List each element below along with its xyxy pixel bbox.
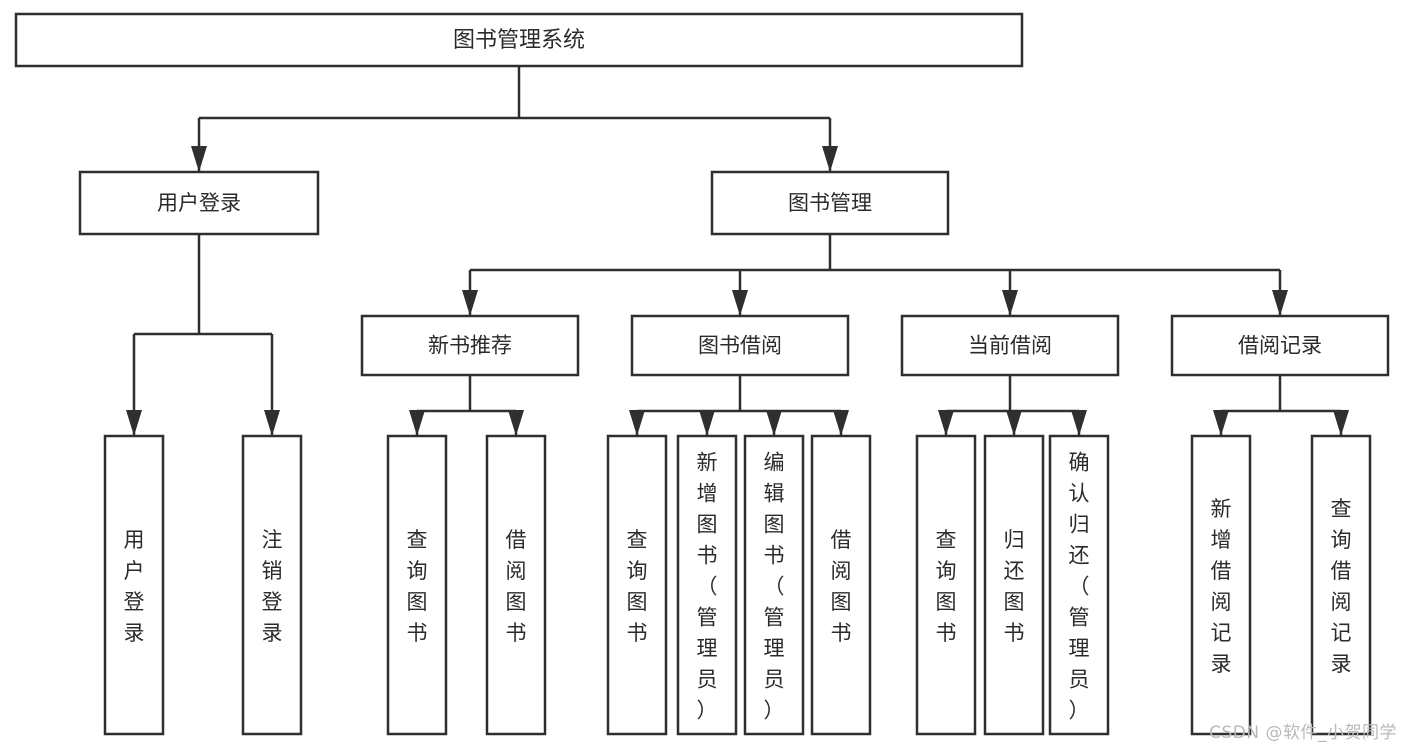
connector-layer: [126, 66, 1349, 436]
node[interactable]: 图书管理系统: [14, 12, 1024, 68]
node-box[interactable]: [14, 12, 1024, 68]
node-label: 借阅记录: [1238, 334, 1322, 358]
arrowhead-icon: [1272, 290, 1288, 316]
leaf-node[interactable]: 查询图书: [606, 434, 668, 736]
leaf-node[interactable]: 查询图书: [386, 434, 448, 736]
leaf-node-label: 借阅图书: [506, 528, 527, 645]
node[interactable]: 借阅记录: [1170, 314, 1390, 377]
node-label: 图书管理: [788, 191, 872, 215]
leaf-node-label: 查询图书: [936, 528, 957, 645]
node-label: 新书推荐: [428, 334, 512, 358]
node-box[interactable]: [743, 434, 805, 736]
leaf-node-label: 查询图书: [407, 528, 428, 645]
node-box[interactable]: [810, 434, 872, 736]
node-box[interactable]: [386, 434, 448, 736]
node[interactable]: 图书借阅: [630, 314, 850, 377]
arrowhead-icon: [766, 410, 782, 436]
node-box[interactable]: [900, 314, 1120, 377]
arrowhead-icon: [462, 290, 478, 316]
node-label: 图书管理系统: [453, 28, 585, 53]
arrowhead-icon: [508, 410, 524, 436]
node[interactable]: 图书管理: [710, 170, 950, 236]
leaf-node-label: 查询图书: [627, 528, 648, 645]
node[interactable]: 新书推荐: [360, 314, 580, 377]
leaf-node-label: 用户登录: [124, 528, 145, 645]
arrowhead-icon: [833, 410, 849, 436]
leaf-node-label: 确认归还（管理员）: [1069, 451, 1090, 723]
arrowhead-icon: [126, 410, 142, 436]
node-label: 用户登录: [157, 191, 241, 215]
leaf-node-label: 查询借阅记录: [1331, 497, 1352, 676]
leaf-node-label: 编辑图书（管理员）: [764, 451, 785, 723]
node-box[interactable]: [1190, 434, 1252, 736]
node-box[interactable]: [241, 434, 303, 736]
node-box[interactable]: [983, 434, 1045, 736]
arrowhead-icon: [191, 146, 207, 172]
arrowhead-icon: [629, 410, 645, 436]
arrowhead-icon: [1071, 410, 1087, 436]
arrowhead-icon: [1333, 410, 1349, 436]
leaf-node-label: 注销登录: [262, 528, 283, 645]
leaf-node[interactable]: 用户登录: [103, 434, 165, 736]
node-box[interactable]: [103, 434, 165, 736]
node-layer: 图书管理系统用户登录图书管理新书推荐图书借阅当前借阅借阅记录用户登录注销登录查询…: [14, 12, 1390, 736]
arrowhead-icon: [732, 290, 748, 316]
leaf-node-label: 新增图书（管理员）: [697, 451, 718, 723]
leaf-node[interactable]: 新增借阅记录: [1190, 434, 1252, 736]
node-label: 当前借阅: [968, 334, 1052, 358]
node-box[interactable]: [630, 314, 850, 377]
arrowhead-icon: [938, 410, 954, 436]
node-label: 图书借阅: [698, 334, 782, 358]
arrowhead-icon: [822, 146, 838, 172]
watermark-text: CSDN @软件_小贺同学: [1209, 723, 1397, 743]
node-box[interactable]: [360, 314, 580, 377]
arrowhead-icon: [409, 410, 425, 436]
leaf-node[interactable]: 注销登录: [241, 434, 303, 736]
leaf-node[interactable]: 查询借阅记录: [1310, 434, 1372, 736]
node[interactable]: 用户登录: [78, 170, 320, 236]
leaf-node-label: 新增借阅记录: [1211, 497, 1232, 676]
leaf-node-label: 归还图书: [1004, 528, 1025, 645]
node-box[interactable]: [1048, 434, 1110, 736]
arrowhead-icon: [1002, 290, 1018, 316]
node-box[interactable]: [485, 434, 547, 736]
leaf-node[interactable]: 查询图书: [915, 434, 977, 736]
node-box[interactable]: [606, 434, 668, 736]
node-box[interactable]: [1310, 434, 1372, 736]
node-box[interactable]: [710, 170, 950, 236]
node-box[interactable]: [78, 170, 320, 236]
arrowhead-icon: [1006, 410, 1022, 436]
node-box[interactable]: [915, 434, 977, 736]
node[interactable]: 当前借阅: [900, 314, 1120, 377]
leaf-node[interactable]: 归还图书: [983, 434, 1045, 736]
node-box[interactable]: [1170, 314, 1390, 377]
leaf-node[interactable]: 借阅图书: [810, 434, 872, 736]
node-box[interactable]: [676, 434, 738, 736]
arrowhead-icon: [264, 410, 280, 436]
leaf-node-label: 借阅图书: [831, 528, 852, 645]
leaf-node[interactable]: 编辑图书（管理员）: [743, 434, 805, 736]
leaf-node[interactable]: 确认归还（管理员）: [1048, 434, 1110, 736]
arrowhead-icon: [1213, 410, 1229, 436]
leaf-node[interactable]: 借阅图书: [485, 434, 547, 736]
arrowhead-icon: [699, 410, 715, 436]
leaf-node[interactable]: 新增图书（管理员）: [676, 434, 738, 736]
